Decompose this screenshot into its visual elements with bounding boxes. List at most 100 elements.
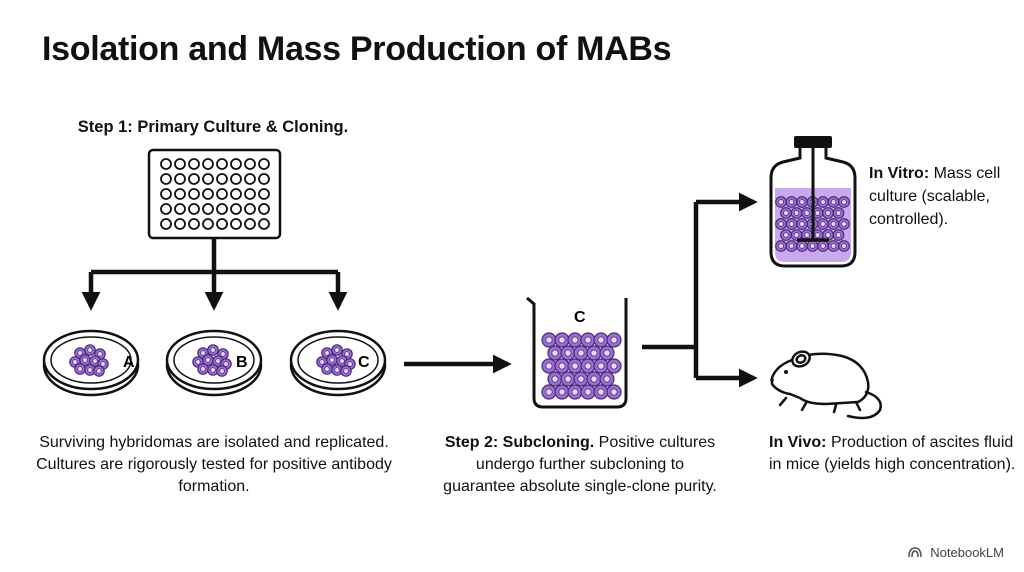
well: [244, 158, 256, 170]
step2-caption-bold: Step 2: Subcloning.: [444, 434, 595, 451]
cell-nucleus: [820, 199, 826, 205]
well: [188, 188, 200, 200]
cell-nucleus: [778, 243, 784, 249]
cell-cluster: [316, 344, 356, 377]
cell-nucleus: [551, 349, 559, 357]
well: [174, 158, 186, 170]
cell-nucleus: [841, 243, 847, 249]
well: [174, 188, 186, 200]
step1-heading: Step 1: Primary Culture & Cloning.: [77, 118, 349, 136]
mouse-icon: [770, 350, 882, 420]
well: [160, 218, 172, 230]
well: [244, 173, 256, 185]
cell-nucleus: [223, 361, 229, 367]
cell-nucleus: [788, 199, 795, 205]
cell-nucleus: [334, 347, 340, 353]
well: [202, 203, 214, 215]
cell-nucleus: [545, 388, 553, 396]
cell-nucleus: [597, 336, 605, 344]
cell-nucleus: [82, 357, 88, 363]
cell-nucleus: [334, 367, 340, 373]
well: [188, 218, 200, 230]
well: [230, 203, 242, 215]
petri-dish-icon: A: [42, 329, 140, 397]
petri-dish-icon: B: [165, 329, 263, 397]
cell-nucleus: [820, 243, 826, 249]
cell-nucleus: [339, 358, 345, 364]
well: [202, 188, 214, 200]
cell-nucleus: [200, 350, 206, 356]
cell-cluster: [192, 344, 232, 377]
cell-nucleus: [825, 232, 831, 238]
well: [188, 203, 200, 215]
well: [202, 173, 214, 185]
cell-nucleus: [96, 368, 102, 374]
cell-nucleus: [564, 349, 572, 357]
cell-nucleus: [584, 362, 592, 370]
well: [216, 173, 228, 185]
cell-nucleus: [92, 358, 98, 364]
cell-nucleus: [558, 336, 566, 344]
cell-nucleus: [610, 336, 618, 344]
well: [188, 173, 200, 185]
cell-nucleus: [545, 336, 553, 344]
split-arrows: [642, 192, 758, 388]
well-plate-icon: [147, 148, 282, 240]
cell-nucleus: [72, 359, 78, 365]
dish-label-c: C: [358, 354, 370, 371]
cell-nucleus: [835, 232, 842, 238]
well: [216, 188, 228, 200]
cell-nucleus: [577, 375, 585, 383]
cell-nucleus: [610, 362, 618, 370]
cell-nucleus: [584, 336, 592, 344]
cell-nucleus: [558, 362, 566, 370]
cell-nucleus: [347, 361, 353, 367]
cell-nucleus: [830, 221, 837, 227]
cell-nucleus: [571, 388, 579, 396]
cell-nucleus: [220, 351, 226, 357]
cell-nucleus: [324, 366, 330, 372]
cell-nucleus: [545, 362, 553, 370]
cell-nucleus: [814, 232, 821, 238]
cell-nucleus: [830, 243, 837, 249]
cell-nucleus: [77, 350, 83, 356]
watermark-text: NotebookLM: [930, 545, 1004, 560]
step1-caption: Surviving hybridomas are isolated and re…: [36, 434, 392, 495]
cell-nucleus: [551, 375, 559, 383]
cell-nucleus: [77, 366, 83, 372]
cell-nucleus: [200, 366, 206, 372]
cell-nucleus: [804, 232, 810, 238]
well: [160, 203, 172, 215]
cell-nucleus: [100, 361, 106, 367]
cell-nucleus: [319, 359, 325, 365]
step2-caption-text: Positive cultures undergo further subclo…: [443, 434, 717, 495]
cell-nucleus: [564, 375, 572, 383]
cell-nucleus: [329, 357, 335, 363]
in-vitro-caption: In Vitro: Mass cell culture (scalable, c…: [869, 162, 1019, 231]
cell-nucleus: [195, 359, 201, 365]
notebooklm-logo-icon: [908, 547, 922, 558]
well: [216, 158, 228, 170]
cell-nucleus: [793, 210, 800, 216]
watermark: NotebookLM: [909, 545, 1004, 560]
cell-nucleus: [799, 221, 805, 227]
cell-nucleus: [814, 210, 821, 216]
cell-nucleus: [590, 375, 598, 383]
well: [174, 218, 186, 230]
cell-nucleus: [343, 368, 349, 374]
well: [244, 218, 256, 230]
cell-nucleus: [558, 388, 566, 396]
well: [230, 188, 242, 200]
cell-nucleus: [799, 243, 805, 249]
cell-nucleus: [603, 375, 611, 383]
cell-nucleus: [820, 221, 826, 227]
page-title: Isolation and Mass Production of MABs: [42, 30, 672, 68]
cell-nucleus: [793, 232, 800, 238]
well: [202, 158, 214, 170]
cell-nucleus: [835, 210, 842, 216]
well: [230, 173, 242, 185]
in-vitro-bold: In Vitro:: [869, 165, 930, 182]
cell-cluster: [541, 332, 622, 400]
cell-nucleus: [324, 350, 330, 356]
petri-dish-icon: C: [289, 329, 387, 397]
